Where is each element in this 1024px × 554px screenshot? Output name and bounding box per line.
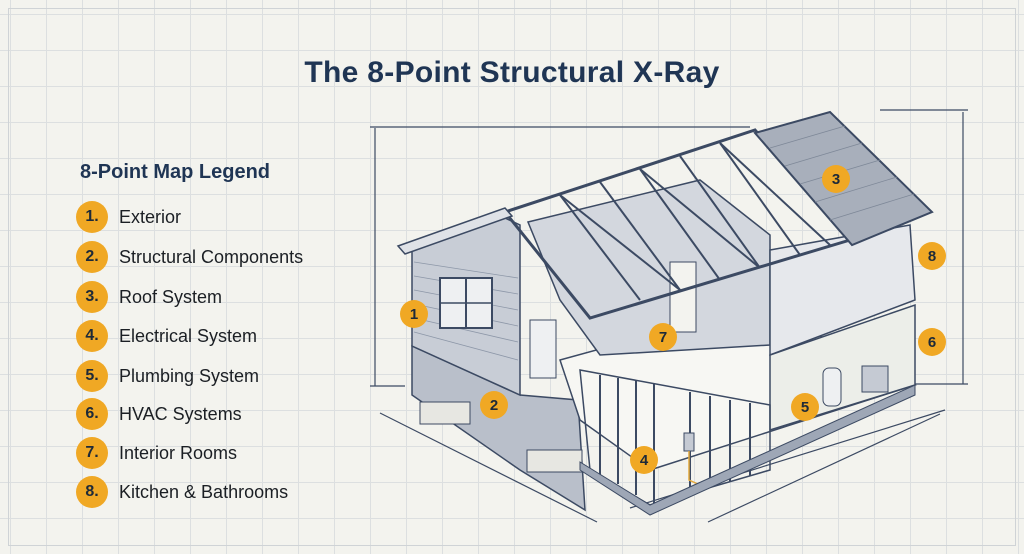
- legend-badge: 3.: [76, 281, 108, 313]
- legend-badge: 1.: [76, 201, 108, 233]
- legend-badge: 6.: [76, 398, 108, 430]
- legend-item-structural: 2. Structural Components: [76, 241, 303, 273]
- electrical-panel: [683, 432, 695, 452]
- base-sill: [579, 384, 916, 516]
- water-heater: [822, 367, 842, 407]
- marker-roof: 3: [822, 165, 850, 193]
- left-roof-eave: [396, 207, 514, 255]
- legend-item-electrical: 4. Electrical System: [76, 320, 257, 352]
- legend-label: Electrical System: [119, 325, 258, 346]
- marker-structural: 2: [480, 391, 508, 419]
- interior-wall: [526, 179, 771, 356]
- legend-label: Interior Rooms: [119, 442, 238, 463]
- interior-door: [669, 261, 697, 333]
- legend-label: Roof System: [119, 286, 223, 307]
- legend-item-roof: 3. Roof System: [76, 281, 222, 313]
- legend-item-plumbing: 5. Plumbing System: [76, 360, 259, 392]
- legend-badge: 7.: [76, 437, 108, 469]
- legend-badge: 4.: [76, 320, 108, 352]
- footing-block: [419, 401, 471, 425]
- legend-item-hvac: 6. HVAC Systems: [76, 398, 242, 430]
- page-frame: [8, 8, 1016, 546]
- marker-kitchen-bath: 8: [918, 242, 946, 270]
- legend-heading: 8-Point Map Legend: [80, 161, 270, 183]
- legend-badge: 2.: [76, 241, 108, 273]
- marker-plumbing: 5: [791, 393, 819, 421]
- legend-item-kitchen-bath: 8. Kitchen & Bathrooms: [76, 476, 288, 508]
- marker-electrical: 4: [630, 446, 658, 474]
- footing-block: [526, 449, 583, 473]
- truss-webs: [559, 142, 831, 301]
- marker-interior: 7: [649, 323, 677, 351]
- hvac-unit: [861, 365, 889, 393]
- legend-label: Structural Components: [119, 246, 304, 267]
- legend-badge: 5.: [76, 360, 108, 392]
- shingle-lines: [769, 125, 915, 221]
- marker-exterior: 1: [400, 300, 428, 328]
- legend-label: Kitchen & Bathrooms: [119, 481, 289, 502]
- electrical-wire: [688, 451, 701, 486]
- legend-item-exterior: 1. Exterior: [76, 201, 181, 233]
- legend-label: Plumbing System: [119, 365, 260, 386]
- marker-hvac: 6: [918, 328, 946, 356]
- legend-label: Exterior: [119, 206, 182, 227]
- page-title: The 8-Point Structural X-Ray: [304, 56, 720, 89]
- door: [529, 319, 557, 379]
- legend-item-interior: 7. Interior Rooms: [76, 437, 237, 469]
- legend-badge: 8.: [76, 476, 108, 508]
- legend-label: HVAC Systems: [119, 403, 242, 424]
